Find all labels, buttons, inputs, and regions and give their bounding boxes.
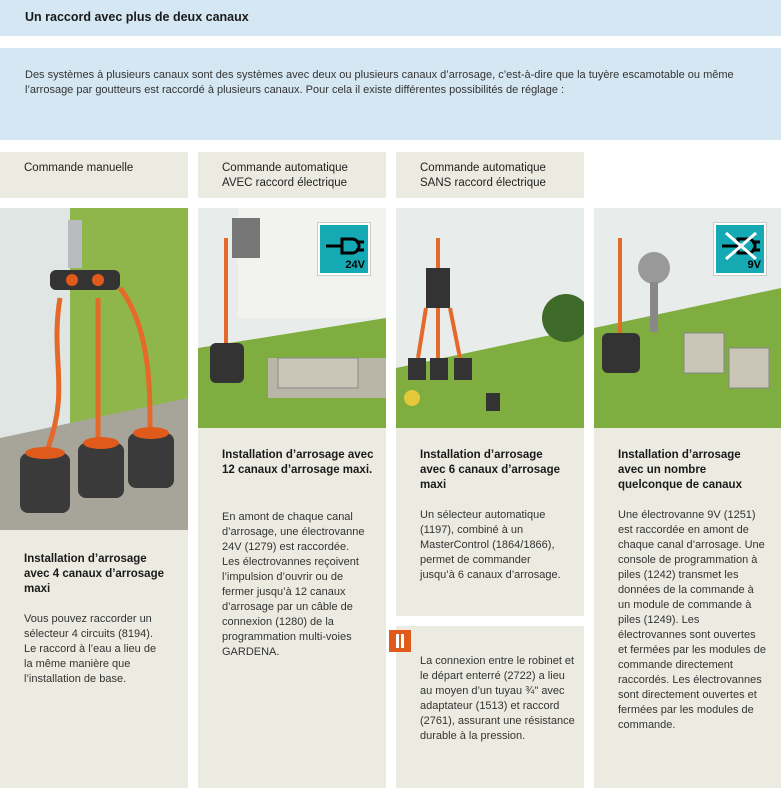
battery-9v-no-cable-sign: 9V: [713, 222, 767, 276]
intro-box: Des systèmes à plusieurs canaux sont des…: [0, 48, 781, 140]
column-2-title: Installation d’arrosage avec 12 canaux d…: [222, 449, 374, 476]
illustration-auto-with-electric: [198, 208, 386, 428]
electric-plug-24v-sign: 24V: [317, 222, 371, 276]
illustration-auto-without-electric: [396, 208, 584, 428]
column-3-note: La connexion entre le robinet et le dépa…: [420, 655, 575, 742]
illustration-any-channels: [594, 208, 781, 428]
column-3-body: Un sélecteur automatique (1197), combiné…: [420, 509, 561, 581]
page-title: Un raccord avec plus de deux canaux: [25, 10, 249, 24]
title-bar: Un raccord avec plus de deux canaux: [0, 0, 781, 36]
column-3-title: Installation d’arrosage avec 6 canaux d’…: [420, 449, 560, 491]
column-3-note-background: [396, 626, 584, 788]
warning-icon: [389, 630, 411, 652]
column-1-body: Vous pouvez raccorder un sélecteur 4 cir…: [24, 613, 157, 685]
column-2-header: Commande automatique AVEC raccord électr…: [222, 162, 348, 189]
sign-label-9v: 9V: [747, 259, 761, 271]
intro-text: Des systèmes à plusieurs canaux sont des…: [25, 69, 734, 96]
separator: [0, 198, 784, 208]
column-1-header: Commande manuelle: [24, 162, 134, 174]
column-4-title: Installation d’arrosage avec un nombre q…: [618, 449, 742, 491]
column-4-body: Une électrovanne 9V (1251) est raccordée…: [618, 509, 766, 731]
column-2-body: En amont de chaque canal d’arrosage, une…: [222, 511, 365, 658]
column-3-header: Commande automatique SANS raccord électr…: [420, 162, 546, 189]
sign-label-24v: 24V: [345, 259, 365, 271]
column-1-title: Installation d’arrosage avec 4 canaux d’…: [24, 553, 164, 595]
illustration-manual-4-channels: [0, 208, 188, 530]
